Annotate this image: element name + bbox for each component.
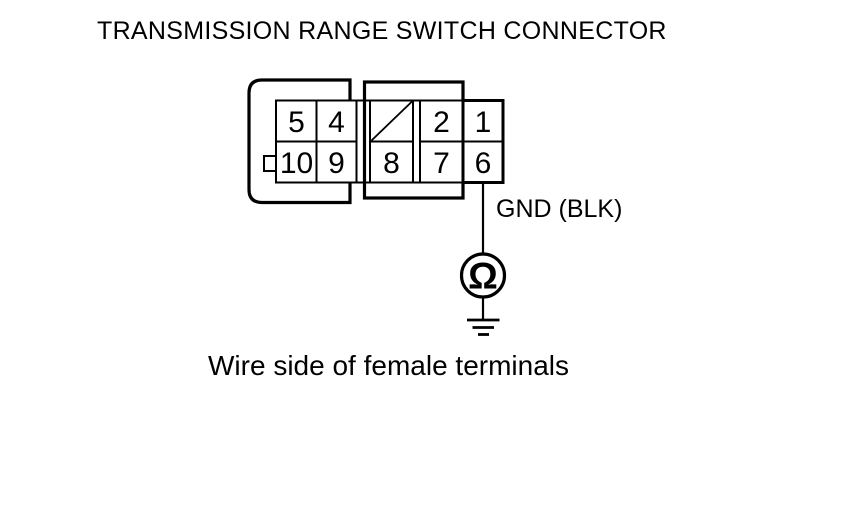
cell-pin-9 [315,140,358,184]
pin-label-8: 8 [383,147,400,180]
pin-label-5: 5 [288,106,305,139]
wire-color-label: GND (BLK) [496,195,623,223]
cell-pin-8 [369,140,414,184]
grid-rib-edges [356,99,420,184]
pin-label-1: 1 [475,106,492,139]
pin-label-7: 7 [433,147,450,180]
connector-key-tab [263,155,277,172]
cell-pin-10 [275,140,318,184]
chassis-ground-icon [467,318,500,336]
no-terminal-slash-icon [370,100,413,142]
pin-label-10: 10 [280,147,313,180]
pin-label-4: 4 [328,106,345,139]
cell-pin-7 [419,140,464,184]
measurement-circuit: Ω [459,182,507,336]
pin-label-9: 9 [328,147,345,180]
cell-pin-4 [315,99,358,143]
cell-pin-2 [419,99,464,143]
diagram-title: TRANSMISSION RANGE SWITCH CONNECTOR [97,17,667,45]
diagram-caption: Wire side of female terminals [208,350,570,381]
pin-label-2: 2 [433,106,450,139]
terminal-grid [275,99,505,184]
pin-label-6: 6 [475,147,492,180]
pin-numbers: 5 4 2 1 10 9 8 7 6 [280,106,492,180]
ohm-symbol: Ω [468,256,498,297]
